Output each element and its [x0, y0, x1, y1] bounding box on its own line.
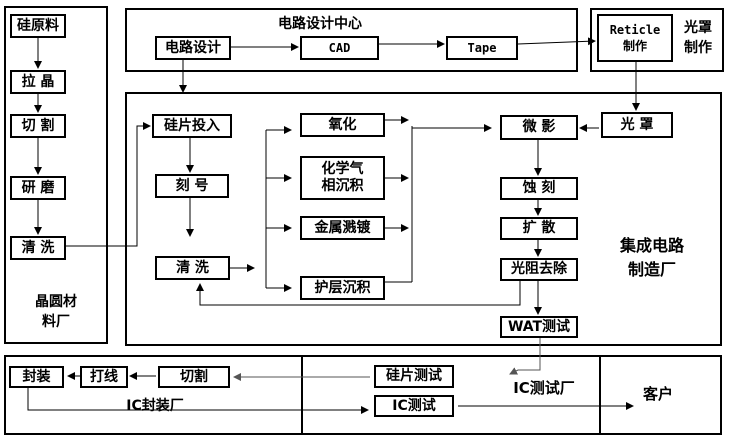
node-marking: 刻 号	[155, 174, 229, 198]
node-dicing: 切割	[158, 366, 230, 388]
node-lithography: 微 影	[500, 115, 578, 140]
node-wafer-test: 硅片测试	[374, 365, 454, 388]
node-cleaning-wafer: 清 洗	[10, 236, 66, 260]
node-cvd: 化学气 相沉积	[300, 156, 385, 200]
divider-backend-left	[301, 355, 303, 435]
label-customer: 客户	[642, 385, 673, 403]
node-slicing: 切 割	[10, 114, 66, 138]
node-wire-bonding: 打线	[80, 366, 128, 388]
node-reticle: Reticle 制作	[597, 14, 673, 62]
node-photoresist-strip: 光阻去除	[500, 258, 578, 281]
arrow-wat-to-wafer-test	[509, 338, 541, 375]
frame-design-center	[125, 8, 578, 72]
label-test-house: IC测试厂	[513, 379, 575, 397]
node-cleaning-fab: 清 洗	[155, 256, 230, 280]
node-wafer-start: 硅片投入	[152, 114, 232, 138]
arrow-packaging-to-ic-test	[27, 388, 369, 414]
arrow-loop-back	[196, 281, 521, 306]
frame-wafer-material-plant	[4, 6, 108, 344]
label-wafer-material-plant: 晶圆材 料厂	[35, 294, 77, 330]
arrow-tape-to-reticle	[517, 37, 596, 46]
node-packaging: 封装	[9, 366, 64, 388]
node-silicon-raw: 硅原料	[10, 14, 66, 38]
node-circuit-design: 电路设计	[155, 36, 231, 60]
node-tape: Tape	[446, 36, 518, 60]
node-ic-test: IC测试	[374, 395, 454, 417]
node-crystal-pull: 拉 晶	[10, 70, 66, 94]
node-etch: 蚀 刻	[500, 177, 578, 200]
node-passivation: 护层沉积	[300, 276, 385, 300]
label-photomask: 光罩 制作	[684, 20, 712, 56]
frame-ic-fab	[125, 92, 722, 346]
node-sputter: 金属溅镀	[300, 216, 385, 240]
node-cad: CAD	[300, 36, 379, 60]
divider-backend-right	[599, 355, 601, 435]
node-oxidation: 氧化	[300, 113, 385, 137]
arrow-clean-to-wafer-start	[66, 122, 151, 247]
node-mask: 光 罩	[601, 112, 673, 138]
frame-backend	[4, 355, 722, 435]
node-wat-test: WAT测试	[500, 316, 578, 338]
node-diffusion: 扩 散	[500, 217, 578, 240]
node-grinding: 研 磨	[10, 176, 66, 200]
label-ic-fab: 集成电路 制造厂	[619, 236, 684, 279]
label-design-center: 电路设计中心	[278, 16, 362, 32]
